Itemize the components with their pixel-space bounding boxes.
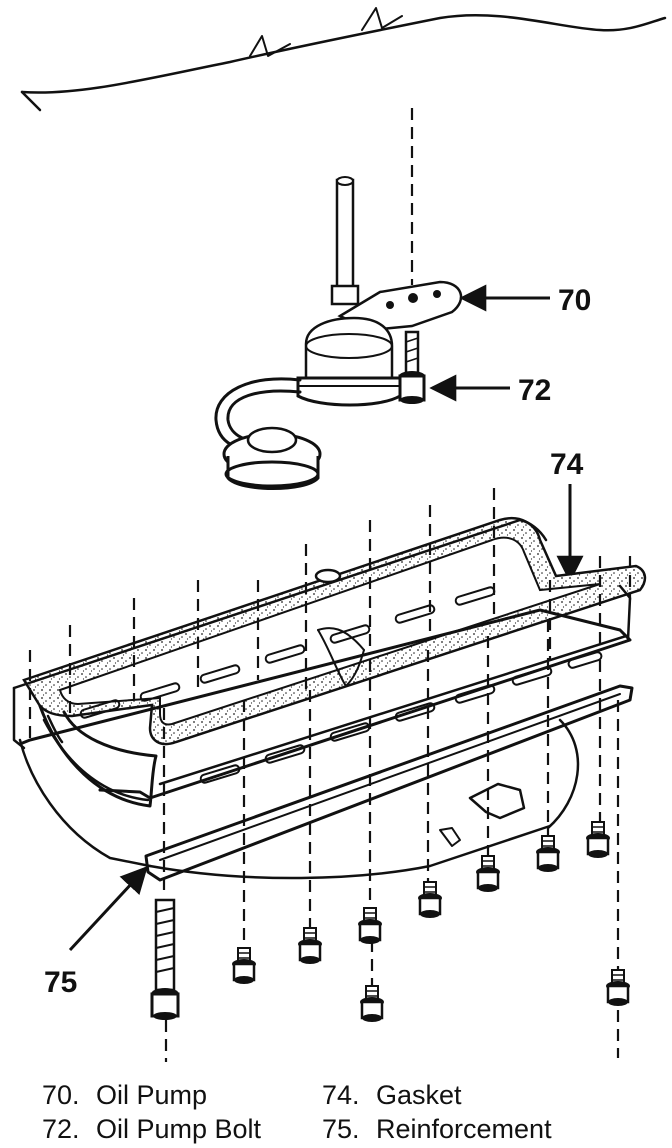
callout-75: 75 [44, 966, 77, 999]
oil-pump-bolt [398, 330, 426, 404]
pan-stud [150, 898, 180, 1020]
legend-item-70-label: Oil Pump [96, 1080, 207, 1110]
legend-item-72-label: Oil Pump Bolt [96, 1114, 262, 1144]
legend-item-75-label: Reinforcement [376, 1114, 552, 1144]
legend: 70. Oil Pump 72. Oil Pump Bolt 74. Gaske… [42, 1080, 552, 1144]
bolt-centerlines [28, 488, 632, 1062]
legend-item-75-number: 75. [322, 1114, 360, 1144]
callout-70: 70 [558, 284, 591, 317]
callout-75-leader [68, 866, 148, 952]
callout-74: 74 [550, 448, 584, 481]
oil-pump [214, 176, 463, 490]
callout-72: 72 [518, 374, 551, 407]
legend-item-72-number: 72. [42, 1114, 80, 1144]
legend-item-70-number: 70. [42, 1080, 80, 1110]
oil-pan [12, 518, 634, 882]
pan-bolts [230, 820, 632, 1024]
legend-item-74-number: 74. [322, 1080, 360, 1110]
engine-block-outline [20, 7, 667, 112]
legend-item-74-label: Gasket [376, 1080, 462, 1110]
